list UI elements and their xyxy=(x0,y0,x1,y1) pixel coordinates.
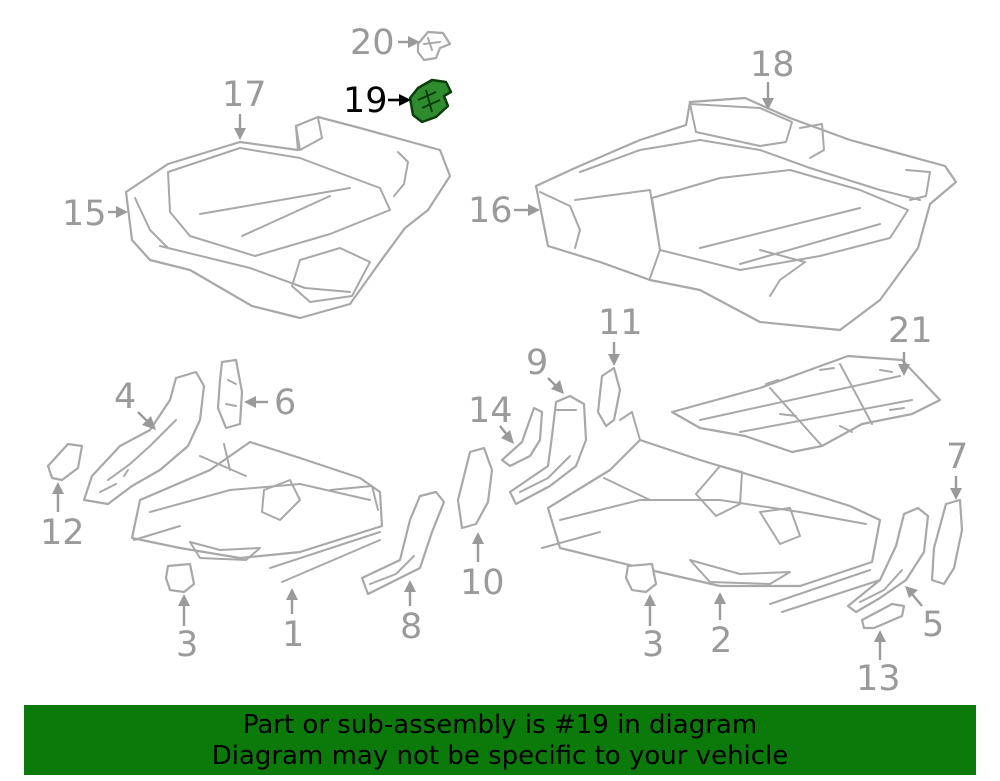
callout-14[interactable]: 14 xyxy=(468,391,513,431)
leader-lines xyxy=(52,36,962,660)
callout-3-right[interactable]: 3 xyxy=(642,625,664,665)
callout-labels: 20 19 17 15 18 16 4 6 12 3 1 8 10 14 9 1… xyxy=(40,23,968,699)
part-17-seat-cushion[interactable] xyxy=(124,115,452,320)
callout-17[interactable]: 17 xyxy=(222,75,267,115)
callout-6[interactable]: 6 xyxy=(274,383,296,423)
part-11-bracket[interactable] xyxy=(596,366,622,428)
banner-line-2: Diagram may not be specific to your vehi… xyxy=(211,741,789,771)
callout-9[interactable]: 9 xyxy=(526,343,548,383)
part-12-cover[interactable] xyxy=(46,442,84,482)
callout-10[interactable]: 10 xyxy=(460,563,505,603)
callout-2[interactable]: 2 xyxy=(710,621,732,661)
callout-1[interactable]: 1 xyxy=(282,615,304,655)
callout-11[interactable]: 11 xyxy=(598,303,643,343)
callout-12[interactable]: 12 xyxy=(40,513,85,553)
callout-16[interactable]: 16 xyxy=(468,191,513,231)
part-14-trim[interactable] xyxy=(500,406,544,468)
callout-5[interactable]: 5 xyxy=(922,605,944,645)
callout-3-left[interactable]: 3 xyxy=(176,625,198,665)
callout-13[interactable]: 13 xyxy=(856,659,901,699)
callout-15[interactable]: 15 xyxy=(62,194,107,234)
callout-19[interactable]: 19 xyxy=(343,81,388,121)
callout-8[interactable]: 8 xyxy=(400,607,422,647)
part-9-panel[interactable] xyxy=(508,394,588,506)
part-1-frame[interactable] xyxy=(130,440,384,583)
part-7-trim[interactable] xyxy=(930,498,964,586)
part-3-clip-right[interactable] xyxy=(624,562,658,594)
part-5-cover[interactable] xyxy=(846,506,930,614)
callout-21[interactable]: 21 xyxy=(888,311,933,351)
part-21-mat[interactable] xyxy=(670,354,942,454)
part-8-cover[interactable] xyxy=(360,490,446,596)
parts-diagram: 20 19 17 15 18 16 4 6 12 3 1 8 10 14 9 1… xyxy=(40,23,968,699)
part-20-clip[interactable] xyxy=(416,30,452,62)
part-13-pad[interactable] xyxy=(860,602,906,630)
callout-7[interactable]: 7 xyxy=(946,437,968,477)
part-6-bracket[interactable] xyxy=(216,358,244,430)
part-10-trim[interactable] xyxy=(456,446,494,530)
part-16-seat-cushion[interactable] xyxy=(534,96,958,332)
part-19-highlighted[interactable] xyxy=(408,78,453,124)
callout-4[interactable]: 4 xyxy=(114,377,136,417)
callout-20[interactable]: 20 xyxy=(350,23,395,63)
part-3-clip-left[interactable] xyxy=(164,562,196,594)
leader-19 xyxy=(388,94,411,106)
callout-18[interactable]: 18 xyxy=(750,45,795,85)
notice-banner: Part or sub-assembly is #19 in diagram D… xyxy=(24,705,976,775)
banner-line-1: Part or sub-assembly is #19 in diagram xyxy=(242,710,758,740)
